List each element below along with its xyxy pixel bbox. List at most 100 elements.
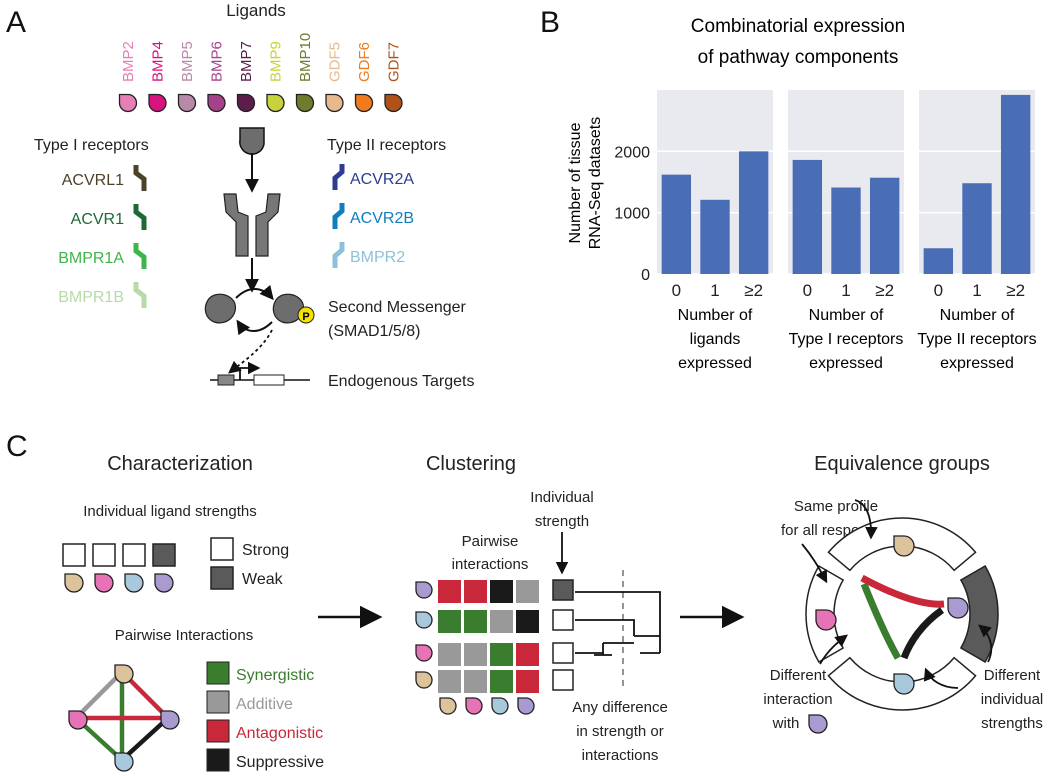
bar — [962, 183, 992, 274]
x-tick-label: ≥2 — [1006, 281, 1025, 300]
ring-ligand-icon — [947, 597, 969, 619]
ligand-name: BMP5 — [179, 41, 196, 82]
ligand-icon — [94, 573, 114, 593]
facet-xlabel: ligands — [690, 331, 741, 348]
strength-boxes — [62, 543, 176, 567]
bar — [661, 174, 692, 274]
facet-xlabel: Type II receptors — [917, 331, 1036, 348]
diff-strength-line3: strengths — [981, 715, 1043, 732]
interaction-cell — [516, 643, 539, 666]
facet-xlabel: Type I receptors — [789, 331, 904, 348]
interaction-cell — [516, 670, 539, 693]
clustering-title: Clustering — [426, 453, 516, 475]
x-tick-label: 1 — [841, 281, 850, 300]
facet-xlabel: Number of — [809, 307, 884, 324]
dendrogram — [575, 591, 661, 656]
pairwise-title: Pairwise Interactions — [115, 627, 253, 644]
ligand-name: BMP7 — [238, 41, 255, 82]
bar — [923, 248, 954, 274]
type1-receptor-icon — [133, 165, 147, 191]
phosphate-icon — [297, 306, 315, 324]
facet-xlabel: Number of — [940, 307, 1015, 324]
type2-receptor-name: ACVR2A — [350, 171, 414, 188]
strength-cell — [552, 642, 574, 664]
targets-label: Endogenous Targets — [328, 373, 474, 390]
diff-strength-line2: individual — [981, 691, 1044, 708]
ligand-icon — [266, 93, 285, 113]
y-tick-label: 2000 — [614, 144, 650, 161]
diff-strength-arrow — [978, 624, 993, 663]
strong-swatch — [210, 537, 234, 561]
transcription-arrow — [228, 329, 273, 374]
type2-receptor-name: ACVR2B — [350, 210, 414, 227]
ligand-glyph-icon — [239, 127, 265, 155]
type1-receptor-icon — [133, 282, 147, 308]
legend-label: Additive — [236, 696, 293, 713]
y-tick-label: 1000 — [614, 206, 650, 223]
y-tick-label: 0 — [641, 267, 650, 284]
interaction-graph — [74, 670, 170, 762]
messenger-label: Second Messenger — [328, 299, 467, 316]
row-ligand-icon — [415, 611, 433, 629]
strong-label: Strong — [242, 542, 289, 559]
chart-ylabel-line2: RNA-Seq datasets — [587, 117, 604, 250]
type2-receptor-icon — [332, 242, 345, 268]
row-ligand-icon — [415, 644, 433, 662]
diff-interaction-line2: interaction — [763, 691, 832, 708]
difference-label-line2: in strength or — [576, 723, 664, 740]
cluster-matrix — [415, 579, 574, 715]
edge-synergistic — [860, 582, 902, 660]
ligand-icon — [207, 93, 226, 113]
row-ligand-icon — [415, 581, 433, 599]
ligand-icon — [384, 93, 403, 113]
chart-title-line1: Combinatorial expression — [691, 16, 905, 37]
interaction-cell — [438, 580, 461, 603]
individual-label-line1: Individual — [530, 489, 593, 506]
panel-b-letter: B — [540, 6, 560, 39]
ligand-name: BMP6 — [209, 41, 226, 82]
row-ligand-icon — [415, 671, 433, 689]
edge-suppressive — [120, 716, 170, 762]
characterization-ligands — [64, 573, 174, 593]
interaction-legend: SynergisticAdditiveAntagonisticSuppressi… — [206, 661, 324, 772]
edge-antagonistic — [860, 574, 945, 608]
graph-node-icon — [68, 710, 88, 730]
dephosphorylation-arrow — [236, 319, 273, 336]
ligand-icon — [148, 93, 167, 113]
phosphate-label: P — [302, 311, 309, 323]
legend-swatch — [206, 748, 230, 772]
pairwise-label-line2: interactions — [452, 556, 529, 573]
characterization-title: Characterization — [107, 453, 253, 475]
ring-ligand-icon — [815, 609, 837, 631]
edge-suppressive — [900, 607, 945, 660]
panel-c-letter: C — [6, 430, 28, 463]
ring-ligand-icon — [893, 673, 915, 695]
diff-interaction-line1: Different — [770, 667, 827, 684]
x-tick-label: 0 — [672, 281, 681, 300]
x-tick-label: ≥2 — [744, 281, 763, 300]
graph-node-icon — [160, 710, 180, 730]
ligand-icon — [325, 93, 344, 113]
strength-cell — [552, 579, 574, 601]
strengths-title: Individual ligand strengths — [83, 503, 256, 520]
ligand-icon — [64, 573, 84, 593]
bar — [1000, 94, 1031, 274]
type1-receptor-icon — [223, 193, 249, 257]
interaction-cell — [464, 580, 487, 603]
interaction-cell — [464, 643, 487, 666]
facet-xlabel: Number of — [678, 307, 753, 324]
promoter-box — [217, 374, 235, 386]
type2-receptor-icon — [332, 164, 345, 190]
facet-xlabel: expressed — [678, 355, 752, 372]
legend-swatch — [206, 719, 230, 743]
ligand-name: GDF7 — [386, 42, 403, 82]
diff-interaction-arrow — [819, 634, 849, 665]
weak-swatch — [210, 566, 234, 590]
ligand-name: BMP10 — [297, 33, 314, 82]
same-profile-arrow — [854, 499, 878, 540]
equivalence-ring — [805, 517, 999, 734]
type2-title: Type II receptors — [327, 137, 446, 154]
legend-swatch — [206, 690, 230, 714]
strength-box — [122, 543, 146, 567]
